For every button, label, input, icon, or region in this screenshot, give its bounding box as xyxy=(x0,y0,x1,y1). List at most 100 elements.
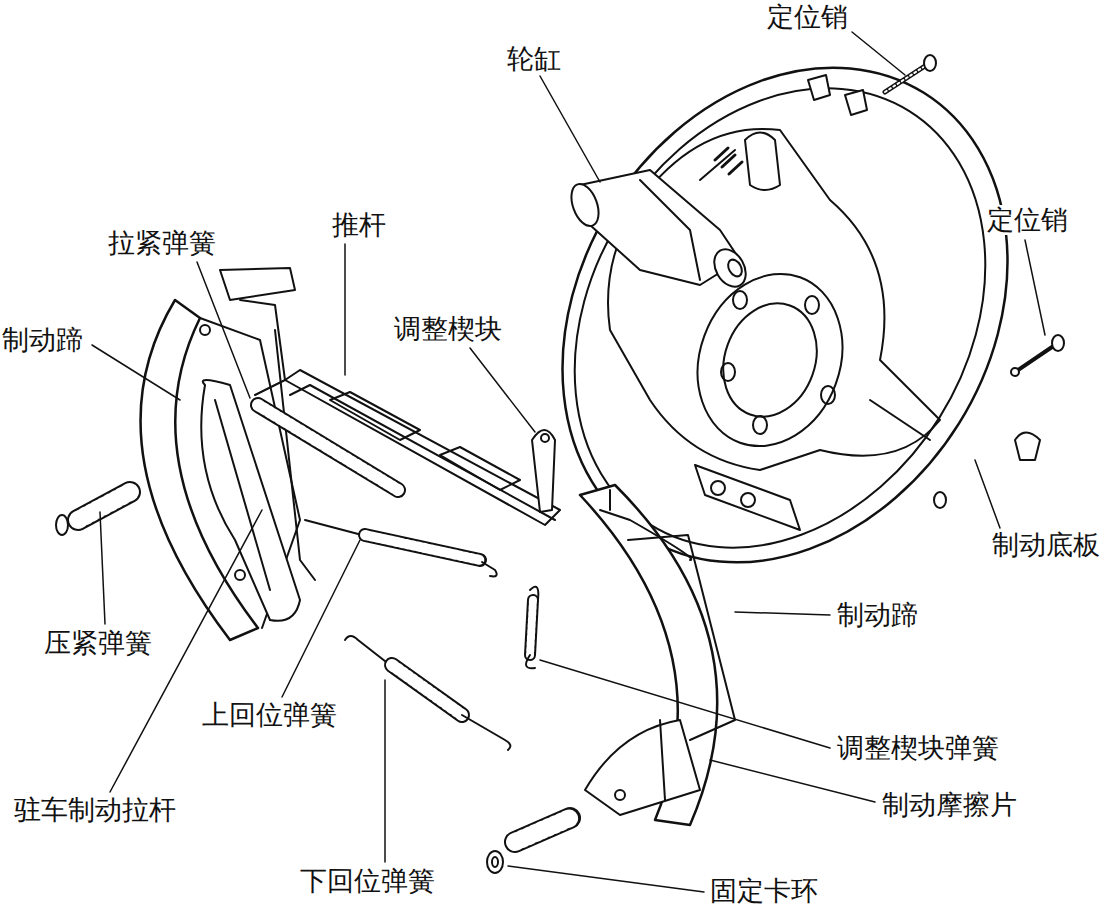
backing-plate-part xyxy=(711,481,725,495)
upper-return-spring-part xyxy=(305,520,362,535)
backing-plate-part xyxy=(745,133,780,191)
hold-down-spring xyxy=(56,492,570,842)
upper-return-spring-part xyxy=(365,535,480,560)
wheel-cylinder-part xyxy=(715,148,742,174)
backing-plate-part xyxy=(870,400,930,440)
leader-lines xyxy=(92,32,1045,892)
lower-return-spring-part xyxy=(462,715,510,750)
leader-lines-part xyxy=(508,866,704,892)
leader-lines-part xyxy=(852,32,905,75)
part-label: 轮缸 xyxy=(505,44,563,74)
backing-plate-part xyxy=(695,465,800,530)
push-rod-part xyxy=(440,447,520,490)
wedge-spring xyxy=(526,587,538,669)
wedge-spring-part xyxy=(530,600,533,655)
leader-lines-part xyxy=(282,540,360,697)
wheel-cylinder-part xyxy=(725,257,744,279)
leader-lines-part xyxy=(975,460,1000,528)
locating-pins-part xyxy=(845,90,867,115)
left-brake-shoe xyxy=(141,268,300,640)
tension-spring-part xyxy=(258,405,398,490)
retainer-clip-part xyxy=(487,851,503,873)
leader-lines-part xyxy=(710,760,875,802)
left-brake-shoe-part xyxy=(220,268,295,300)
leader-lines-part xyxy=(344,244,346,375)
hold-down-spring-part xyxy=(56,515,68,535)
push-rod-part xyxy=(330,392,420,440)
backing-plate-part xyxy=(708,290,832,430)
hold-down-spring-part xyxy=(515,818,570,842)
parking-lever-part xyxy=(215,400,270,590)
wheel-cylinder-part xyxy=(640,180,700,280)
wheel-cylinder-part xyxy=(566,180,604,230)
backing-plate-part xyxy=(753,416,767,434)
right-brake-shoe-part xyxy=(580,485,717,825)
right-brake-shoe xyxy=(580,485,735,825)
retainer-clip-part xyxy=(492,857,498,867)
part-label: 压紧弹簧 xyxy=(42,628,154,658)
wheel-cylinder xyxy=(566,148,752,292)
adjusting-wedge-part xyxy=(541,434,549,442)
part-label: 上回位弹簧 xyxy=(200,700,339,730)
locating-pins-part xyxy=(808,75,830,100)
lower-return-spring-part xyxy=(392,665,462,715)
backing-plate-part xyxy=(491,11,1068,624)
part-label: 制动底板 xyxy=(990,530,1102,560)
right-brake-shoe-part xyxy=(660,720,665,800)
leader-lines-part xyxy=(470,348,535,432)
tension-spring-part xyxy=(258,405,398,490)
backing-plate-part xyxy=(821,386,835,404)
part-label: 制动蹄 xyxy=(835,600,920,630)
left-brake-shoe-part xyxy=(200,325,210,335)
backing-plate-part xyxy=(741,493,755,507)
part-label: 调整楔块弹簧 xyxy=(835,733,1001,763)
left-brake-shoe-part xyxy=(235,570,245,580)
leader-lines-part xyxy=(540,660,830,748)
part-label: 制动蹄 xyxy=(0,325,85,355)
wedge-spring-part xyxy=(530,600,533,655)
right-brake-shoe-part xyxy=(585,720,700,815)
lower-return-spring-part xyxy=(392,665,462,715)
backing-plate-part xyxy=(721,363,735,381)
part-label: 制动摩擦片 xyxy=(880,790,1019,820)
part-label: 调整楔块 xyxy=(392,314,504,344)
locating-pins-part xyxy=(885,66,925,92)
lower-return-spring xyxy=(345,636,510,750)
retainer-clip xyxy=(487,851,503,873)
right-brake-shoe-part xyxy=(628,535,735,740)
left-brake-shoe-part xyxy=(240,300,285,395)
right-brake-shoe-part xyxy=(609,490,611,510)
lower-return-spring-part xyxy=(345,636,390,665)
parking-lever-part xyxy=(275,330,315,580)
backing-plate-part xyxy=(674,253,866,466)
adjusting-wedge xyxy=(532,430,555,512)
hold-down-spring-part xyxy=(78,492,130,520)
part-label: 固定卡环 xyxy=(708,876,820,906)
leader-lines-part xyxy=(1025,240,1045,335)
backing-plate-part xyxy=(934,492,946,508)
locating-pins-part xyxy=(1011,368,1019,376)
leader-lines-part xyxy=(384,680,386,862)
upper-return-spring-part xyxy=(482,562,497,576)
locating-pins xyxy=(808,55,1064,460)
locating-pins-part xyxy=(1052,335,1064,351)
hold-down-spring-part xyxy=(78,492,130,520)
part-label: 定位销 xyxy=(765,2,850,32)
leader-lines-part xyxy=(100,512,105,624)
part-label: 推杆 xyxy=(330,210,388,240)
locating-pins-part xyxy=(1015,433,1040,461)
right-brake-shoe-part xyxy=(615,790,625,800)
left-brake-shoe-part xyxy=(200,318,300,628)
upper-return-spring-part xyxy=(365,535,480,560)
locating-pins-part xyxy=(1015,345,1055,372)
upper-return-spring xyxy=(305,520,497,576)
wedge-spring-part xyxy=(526,655,535,668)
locating-pins-part xyxy=(885,66,925,92)
leader-lines-part xyxy=(197,262,250,398)
wheel-cylinder-part xyxy=(708,244,752,293)
part-label: 下回位弹簧 xyxy=(298,866,437,896)
backing-plate-part xyxy=(733,291,747,309)
leader-lines-part xyxy=(735,612,830,615)
